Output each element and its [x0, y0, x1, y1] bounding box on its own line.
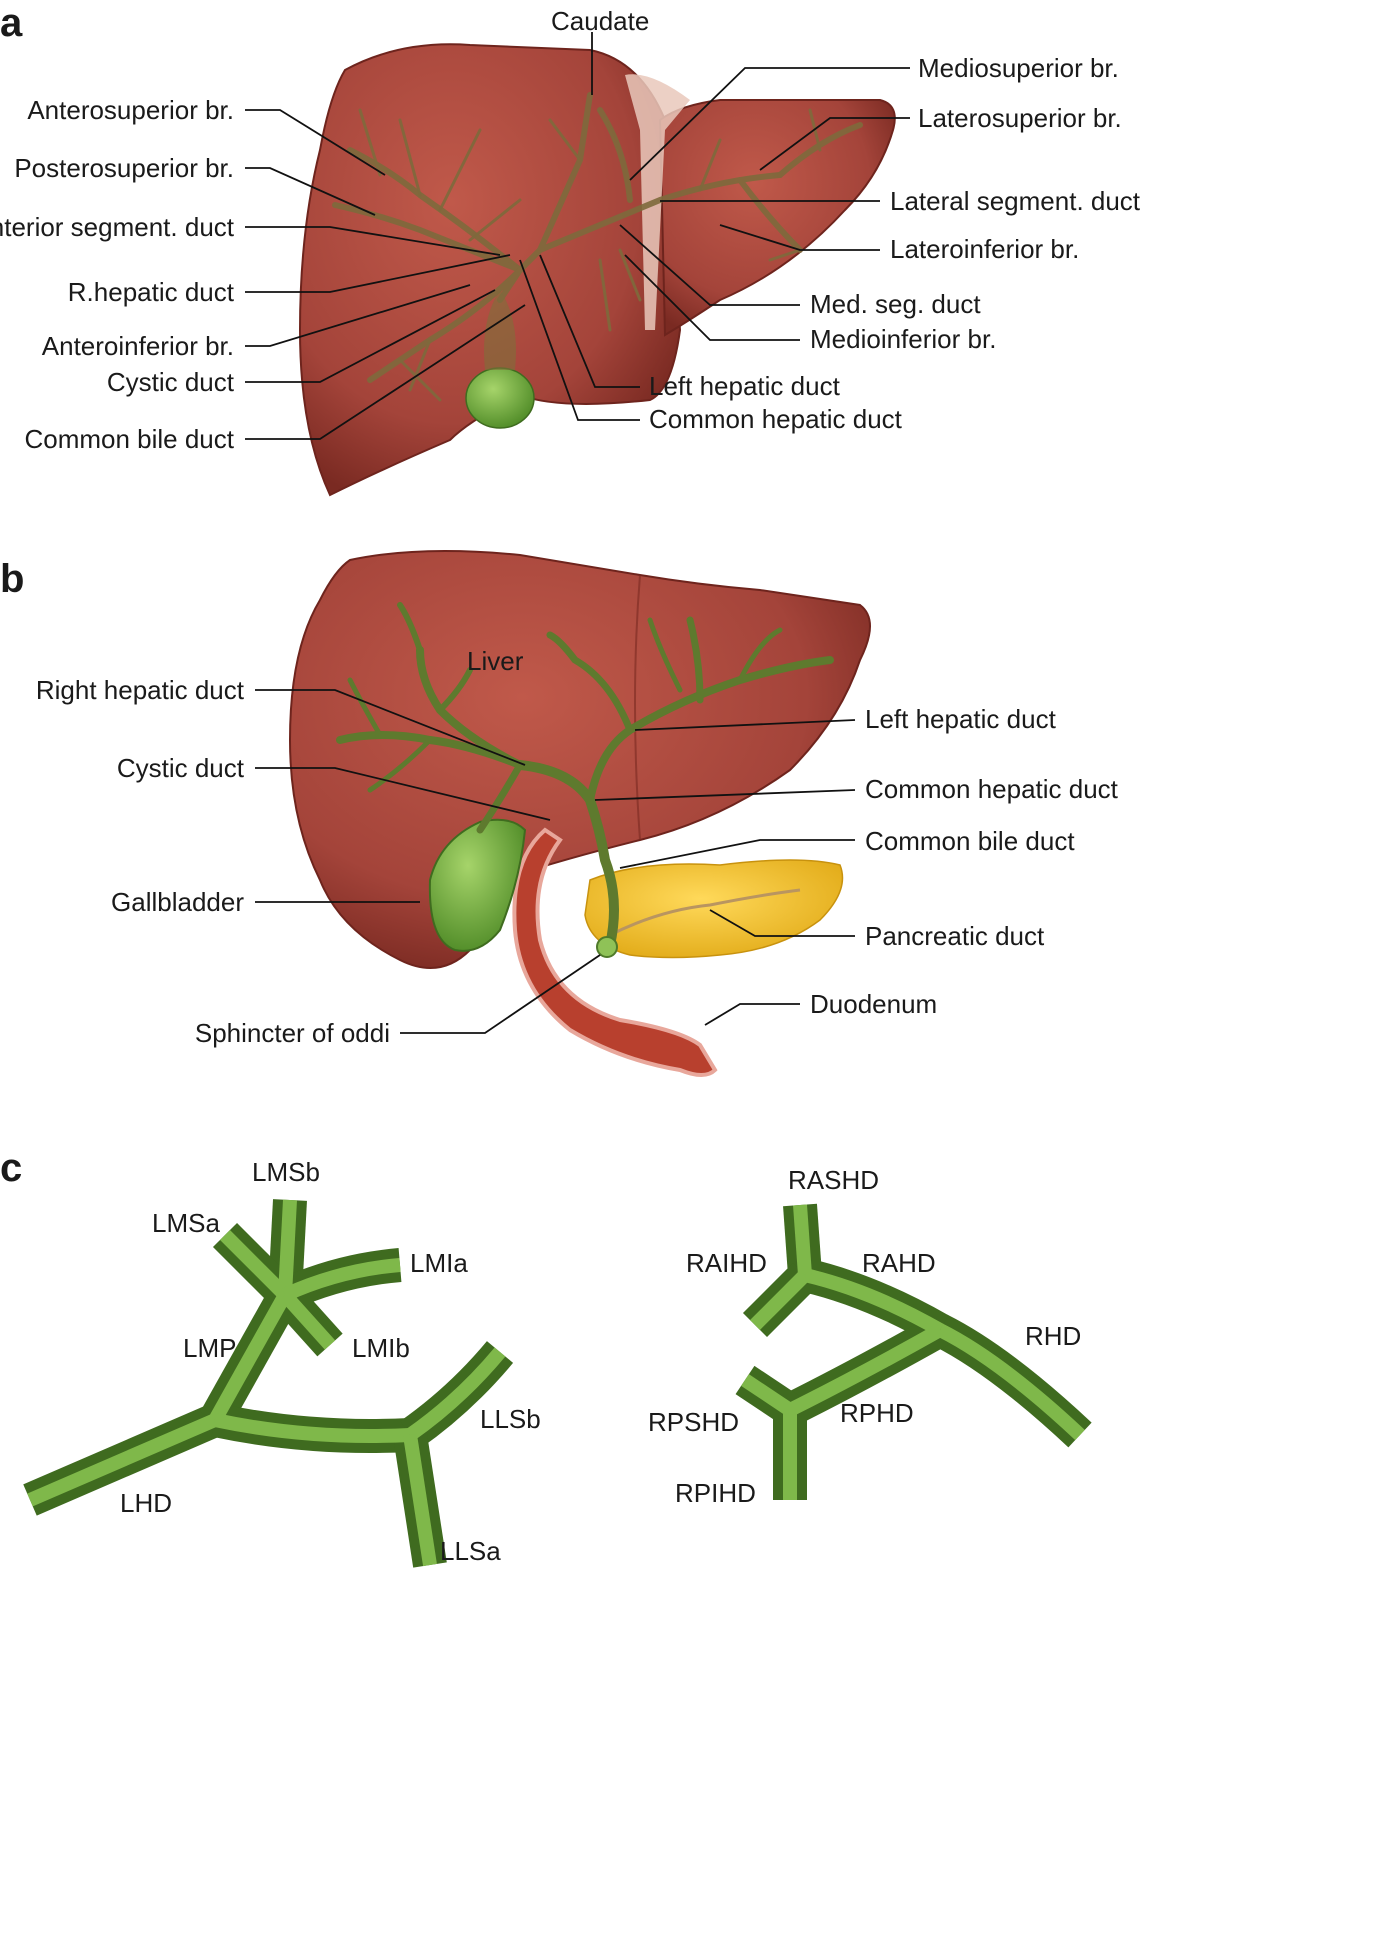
panel-c-left-tree	[23, 1199, 514, 1568]
panel-b-anatomy	[288, 550, 871, 1077]
label-caudate: Caudate	[551, 6, 649, 36]
liver-right-lobe-a	[298, 43, 682, 497]
label-lhd: LHD	[120, 1488, 172, 1518]
label-duodenum: Duodenum	[810, 989, 937, 1019]
label-posterosuperior-branch: Posterosuperior br.	[14, 153, 234, 183]
label-anteroinferior-branch: Anteroinferior br.	[42, 331, 234, 361]
panel-a-labels: Caudate Mediosuperior br. Laterosuperior…	[0, 6, 1141, 454]
label-gallbladder: Gallbladder	[111, 887, 244, 917]
label-mediosuperior-branch: Mediosuperior br.	[918, 53, 1119, 83]
label-rhd: RHD	[1025, 1321, 1081, 1351]
panel-b-letter: b	[0, 557, 24, 601]
label-rpshd: RPSHD	[648, 1407, 739, 1437]
gallbladder-b	[428, 818, 527, 952]
liver-b-lobe-line	[634, 574, 641, 841]
label-rashd: RASHD	[788, 1165, 879, 1195]
label-left-hepatic-duct-b: Left hepatic duct	[865, 704, 1057, 734]
label-rahd: RAHD	[862, 1248, 936, 1278]
label-common-hepatic-duct-b: Common hepatic duct	[865, 774, 1119, 804]
label-llsa: LLSa	[440, 1536, 501, 1566]
label-lmib: LMIb	[352, 1333, 410, 1363]
duodenum	[512, 827, 718, 1077]
panel-a-letter: a	[0, 1, 23, 45]
label-lmp: LMP	[183, 1333, 236, 1363]
label-cystic-duct-b: Cystic duct	[117, 753, 245, 783]
label-sphincter-of-oddi: Sphincter of oddi	[195, 1018, 390, 1048]
label-llsb: LLSb	[480, 1404, 541, 1434]
panel-b-labels: Liver Right hepatic duct Cystic duct Gal…	[36, 646, 1119, 1048]
biliary-tree-b	[336, 602, 834, 950]
liver-left-lobe-a	[658, 99, 896, 337]
label-anterior-segment-duct: Anterior segment. duct	[0, 212, 235, 242]
pancreas	[584, 859, 844, 959]
label-common-hepatic-duct-a: Common hepatic duct	[649, 404, 903, 434]
gallbladder-neck-a	[484, 290, 516, 370]
biliary-twigs-a	[358, 108, 822, 402]
label-lateroinferior-branch: Lateroinferior br.	[890, 234, 1079, 264]
label-cystic-duct-a: Cystic duct	[107, 367, 235, 397]
label-laterosuperior-branch: Laterosuperior br.	[918, 103, 1122, 133]
label-lmsb: LMSb	[252, 1157, 320, 1187]
sphincter-of-oddi	[596, 936, 618, 958]
panel-a-leaders-right	[519, 32, 910, 421]
label-r-hepatic-duct: R.hepatic duct	[68, 277, 235, 307]
label-right-hepatic-duct-b: Right hepatic duct	[36, 675, 245, 705]
label-rphd: RPHD	[840, 1398, 914, 1428]
label-raihd: RAIHD	[686, 1248, 767, 1278]
label-lateral-segment-duct: Lateral segment. duct	[890, 186, 1141, 216]
label-anterosuperior-branch: Anterosuperior br.	[27, 95, 234, 125]
panel-c-letter: c	[0, 1146, 22, 1190]
label-lmia: LMIa	[410, 1248, 468, 1278]
label-rpihd: RPIHD	[675, 1478, 756, 1508]
label-common-bile-duct-a: Common bile duct	[24, 424, 234, 454]
gallbladder-a	[465, 367, 535, 429]
label-medioinferior-branch: Medioinferior br.	[810, 324, 996, 354]
label-pancreatic-duct: Pancreatic duct	[865, 921, 1045, 951]
label-common-bile-duct-b: Common bile duct	[865, 826, 1075, 856]
label-left-hepatic-duct-a: Left hepatic duct	[649, 371, 841, 401]
label-lmsa: LMSa	[152, 1208, 220, 1238]
label-medial-segment-duct: Med. seg. duct	[810, 289, 981, 319]
panel-a-leaders-left	[245, 109, 526, 440]
pancreatic-duct	[609, 888, 801, 937]
panel-c-labels: LMSb LMSa LMIa LMP LMIb LLSb LHD LLSa RA…	[120, 1157, 1081, 1566]
panel-c-right-tree	[735, 1203, 1092, 1500]
label-liver: Liver	[467, 646, 524, 676]
panel-b-leaders	[255, 689, 856, 1034]
